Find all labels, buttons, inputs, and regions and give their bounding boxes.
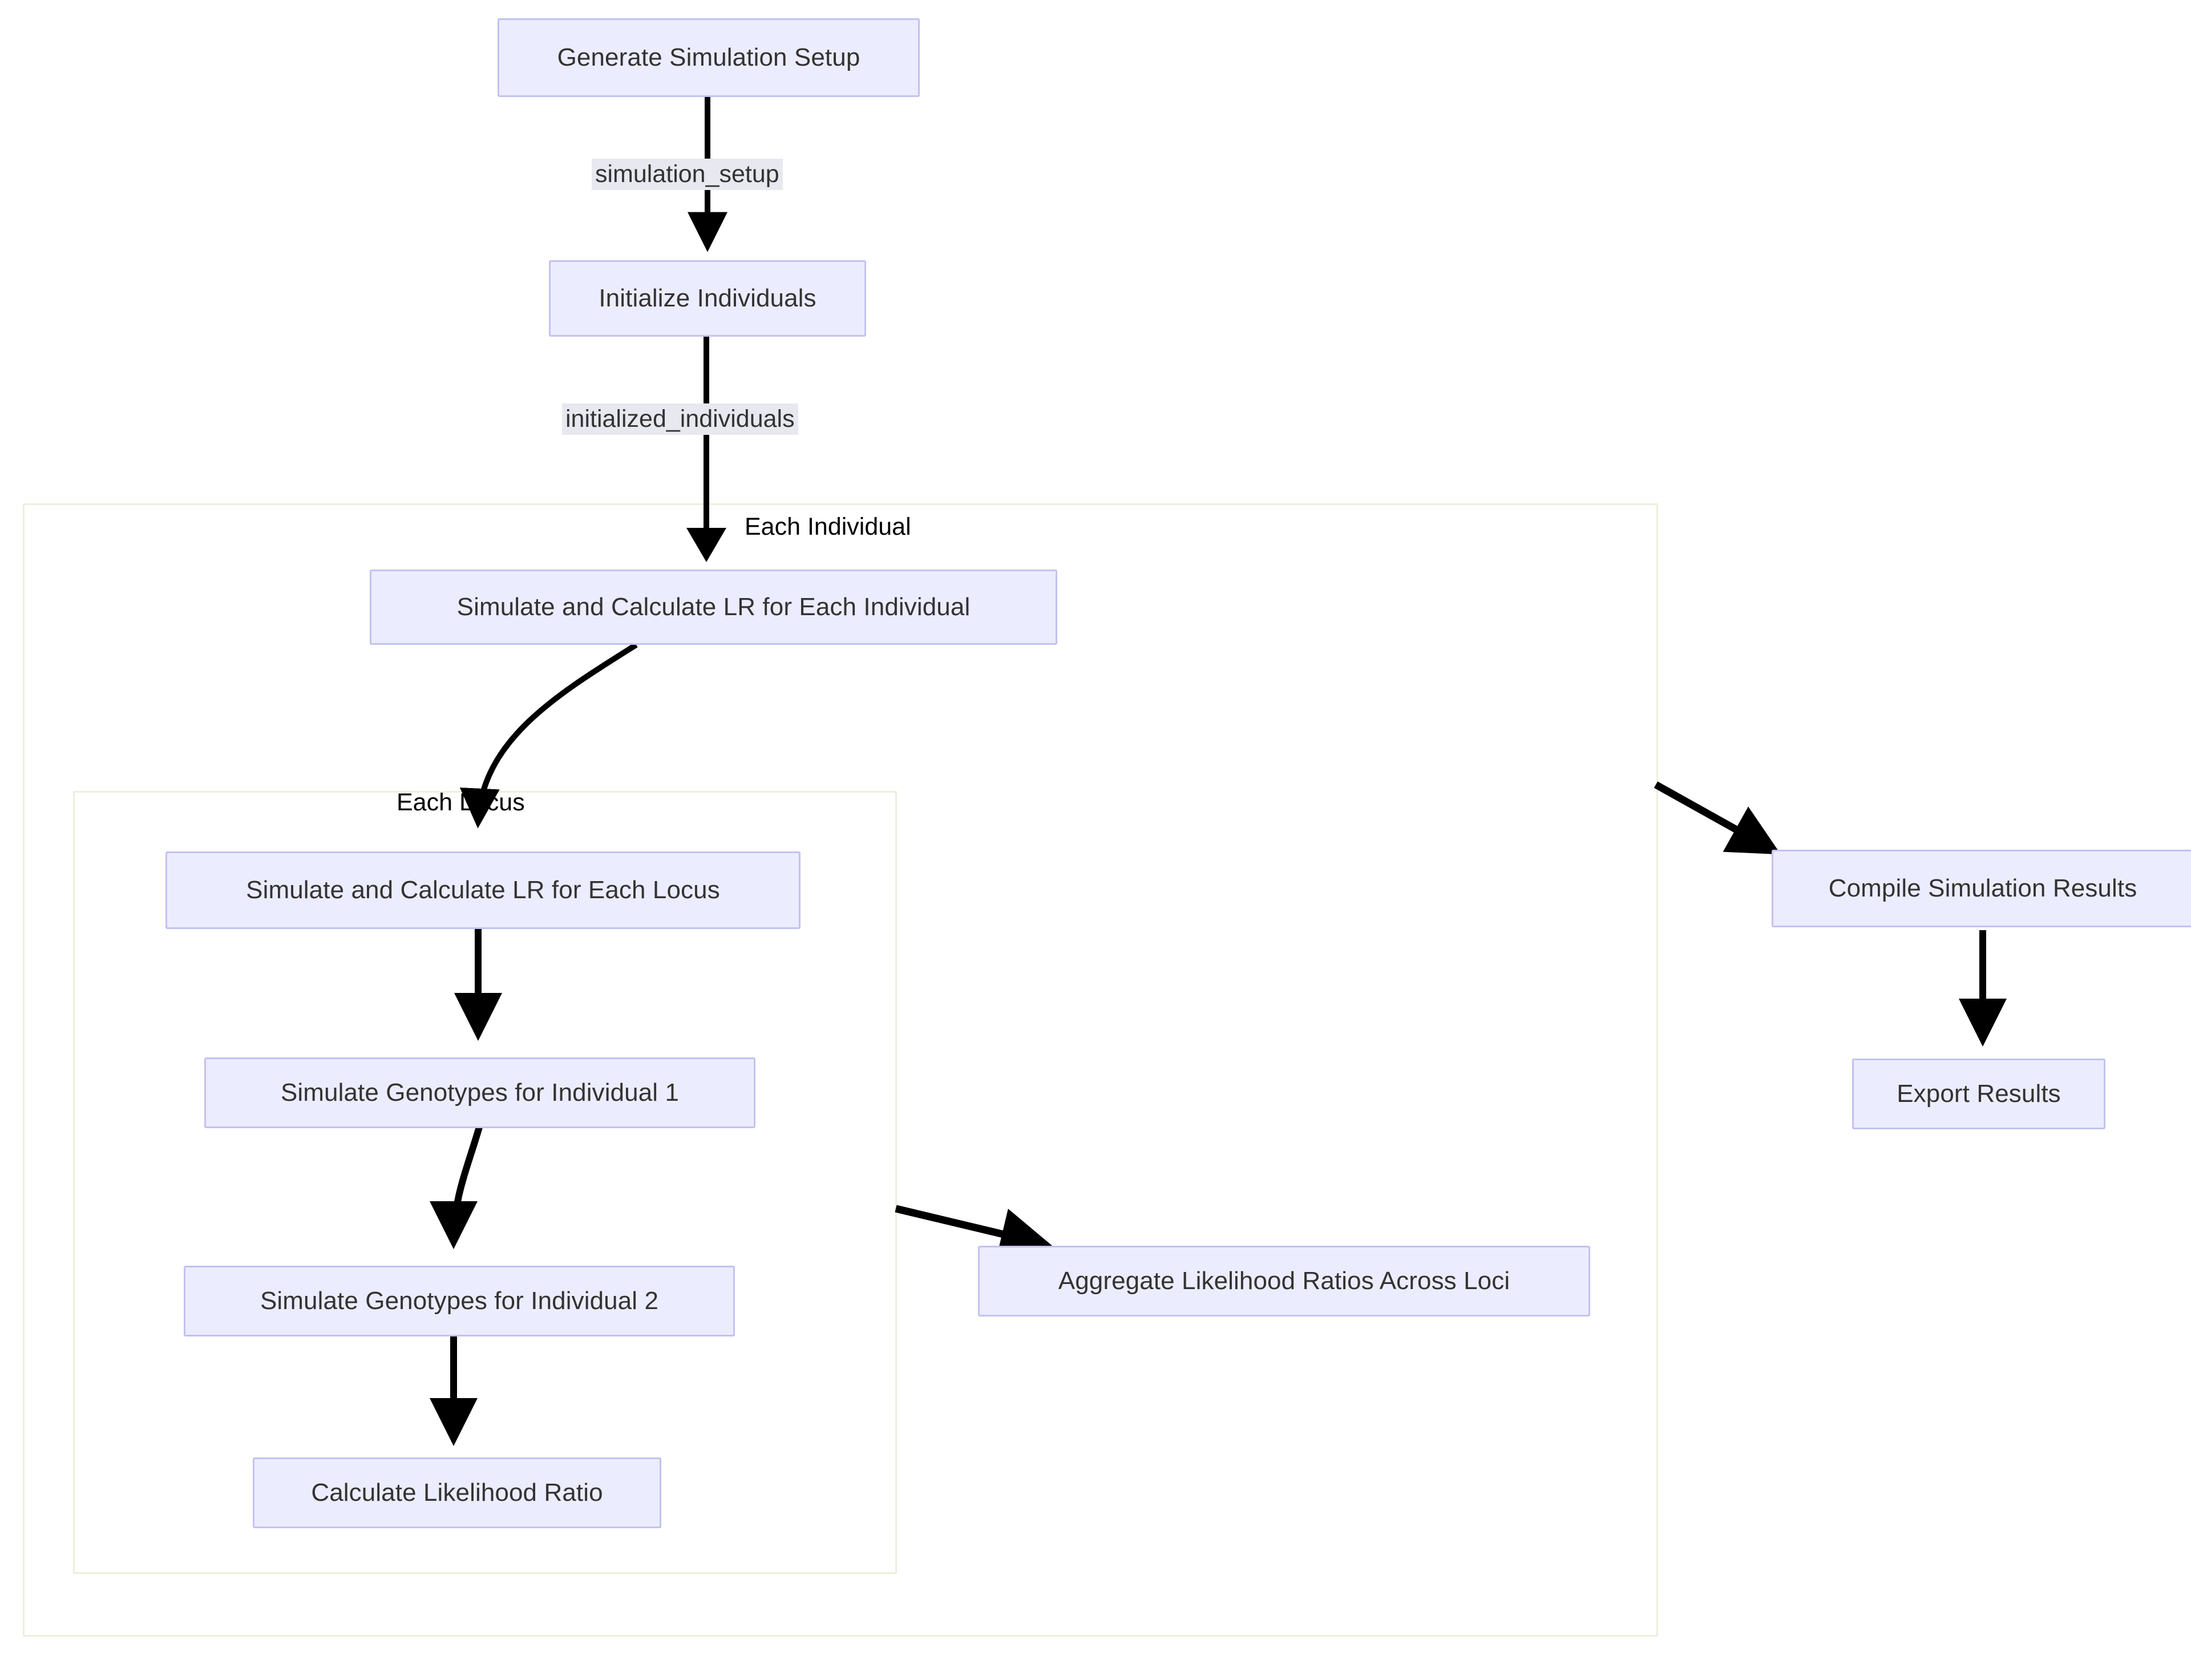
node-initialize-individuals[interactable]: Initialize Individuals bbox=[549, 260, 866, 337]
node-simulate-genotypes-individual-1[interactable]: Simulate Genotypes for Individual 1 bbox=[204, 1057, 755, 1128]
edge-label-simulation-setup: simulation_setup bbox=[592, 159, 783, 190]
edge-calculate-lr-to-aggregate bbox=[895, 1205, 1053, 1259]
edge-individual-to-locus bbox=[459, 642, 638, 829]
edge-genotypes1-to-genotypes2 bbox=[430, 1126, 483, 1249]
node-calculate-likelihood-ratio[interactable]: Calculate Likelihood Ratio bbox=[253, 1457, 661, 1528]
node-export-results[interactable]: Export Results bbox=[1852, 1059, 2105, 1129]
node-aggregate-likelihood-ratios[interactable]: Aggregate Likelihood Ratios Across Loci bbox=[978, 1246, 1590, 1316]
edge-aggregate-to-compile bbox=[1654, 781, 1781, 855]
node-simulate-genotypes-individual-2[interactable]: Simulate Genotypes for Individual 2 bbox=[184, 1266, 735, 1336]
node-simulate-lr-each-locus[interactable]: Simulate and Calculate LR for Each Locus bbox=[165, 851, 801, 929]
node-simulate-lr-each-individual[interactable]: Simulate and Calculate LR for Each Indiv… bbox=[370, 570, 1057, 645]
cluster-label-each-locus: Each Locus bbox=[397, 789, 525, 816]
edge-label-initialized-individuals: initialized_individuals bbox=[562, 403, 798, 435]
node-generate-simulation-setup[interactable]: Generate Simulation Setup bbox=[498, 18, 920, 97]
node-compile-simulation-results[interactable]: Compile Simulation Results bbox=[1772, 850, 2191, 927]
cluster-label-each-individual: Each Individual bbox=[745, 513, 911, 540]
